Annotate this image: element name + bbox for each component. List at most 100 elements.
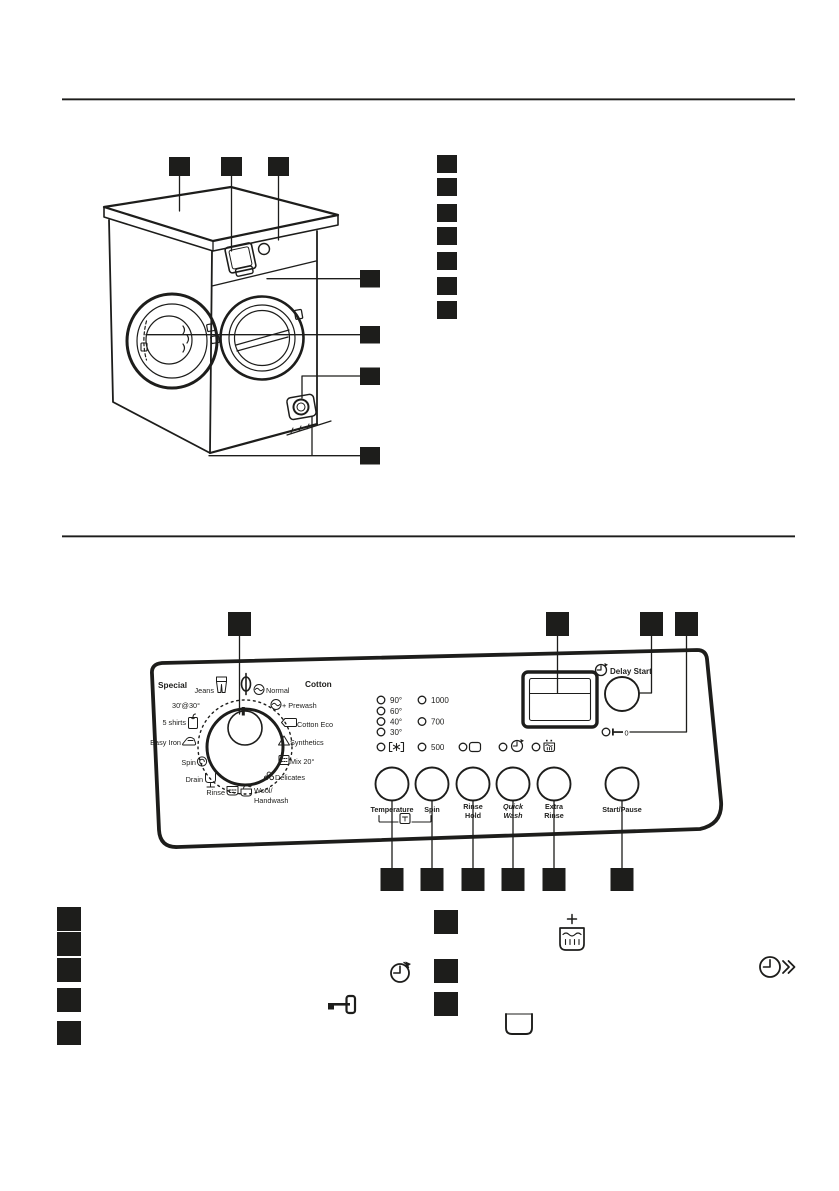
section-divider-middle [62,535,795,538]
program-label-mix-20: Mix 20° [290,757,314,766]
program-label-jeans: Jeans [195,686,215,695]
product-overview-figure [102,155,457,465]
door-legend-icon [505,1013,533,1035]
callout-marker-door-seal [360,270,380,288]
program-label-spin: Spin [181,758,196,767]
easy-iron-icon [182,736,197,746]
door-hinge [143,320,148,361]
machine-left-side [108,219,211,454]
quick-wash-button [495,766,531,802]
wash-led [531,742,541,752]
door-led [458,742,468,752]
legend-right-marker-2 [434,959,458,983]
dial-dotted-scale [197,699,293,795]
cold-wash-icon [388,741,405,753]
washing-machine-drawing [102,185,340,455]
time-icon [510,739,524,753]
legend-marker-5 [437,252,457,270]
program-label-cotton-eco: Cotton Eco [297,720,333,729]
program-label-synthetics: Synthetics [290,738,324,747]
led-label-1000: 1000 [431,696,449,705]
mix-20-icon [278,755,290,765]
legend-left-marker-2 [57,932,81,956]
cotton-eco-icon [281,718,297,727]
delicates-icon [263,771,275,781]
temperature-button [374,766,410,802]
control-panel-outline [150,648,724,849]
program-label-prewash: + Prewash [282,701,317,710]
delay-start-legend-icon [759,956,796,978]
program-label-handwash: Handwash [254,796,288,805]
detergent-drawer [224,242,257,277]
drain-filter [286,393,332,436]
open-door [125,292,221,390]
led-40 [376,717,386,726]
extra-rinse-button [536,766,572,802]
spin-button [414,766,450,802]
temperature-leds: 90° 60° 40° 30° [376,695,405,753]
legend-marker-3 [437,204,457,222]
led-cold [376,742,386,752]
callout-line-filter [301,375,361,399]
display [521,670,599,729]
child-lock-combo-icon [378,812,432,825]
callout-line-door-lock [629,635,688,733]
legend-marker-2 [437,178,457,196]
drum-opening [219,295,305,381]
led-label-90: 90° [390,696,402,705]
led-90 [376,695,386,705]
cotton-icon [253,684,265,695]
led-label-500: 500 [431,743,445,752]
wash-tub-icon [543,739,556,753]
dial-header-special: Special [158,680,187,690]
spin-icon [196,756,208,767]
legend-right-marker-1 [434,910,458,934]
start-pause-button [604,766,640,802]
key-lock-icon [328,994,357,1015]
door-lock-zero: 0 [625,728,629,737]
callout-marker-delay-start [640,612,663,636]
callout-marker-dial [228,612,251,636]
legend-marker-4 [437,227,457,245]
legend-marker-6 [437,277,457,295]
callout-marker-door-lock [675,612,698,636]
spin-leds: 1000 700 500 [417,695,449,752]
legend-right-marker-3 [434,992,458,1016]
callout-marker-knob [268,157,289,176]
panel-legend [57,907,796,1045]
wool-handwash-icon [240,784,252,797]
legend-left-marker-5 [57,1021,81,1045]
rinse-icon [226,786,239,796]
program-label-30-30: 30'@30° [172,701,200,710]
callout-marker-feet [360,447,380,465]
led-60 [376,706,386,716]
machine-knob [257,242,271,256]
callout-marker-display [546,612,569,636]
legend-left-marker-3 [57,958,81,982]
legend-left-marker-4 [57,988,81,1012]
door-lock-indicator: 0 [601,727,629,737]
dial-pointer [241,707,245,716]
section-divider-top [62,98,795,101]
callout-marker-filter [360,367,380,385]
synthetics-icon [278,735,290,746]
program-dial [197,672,293,795]
door-lock-key-icon [612,728,623,736]
plinth [286,420,332,436]
led-label-30: 30° [390,728,402,737]
drain-icon [205,773,216,788]
status-leds [458,739,556,753]
callout-marker-lid [169,157,190,176]
legend-left-marker-1 [57,907,81,931]
callout-line-feet [208,416,361,457]
dial-ring [205,707,285,787]
program-label-wool: Wool/ [254,786,273,795]
led-label-40: 40° [390,718,402,727]
extra-rinse-tub-icon [559,913,585,951]
program-label-5-shirts: 5 shirts [162,718,186,727]
legend-marker-1 [437,155,457,173]
delay-start-button [604,676,640,712]
legend-marker-7 [437,301,457,319]
callout-marker-spin-btn [420,868,444,891]
